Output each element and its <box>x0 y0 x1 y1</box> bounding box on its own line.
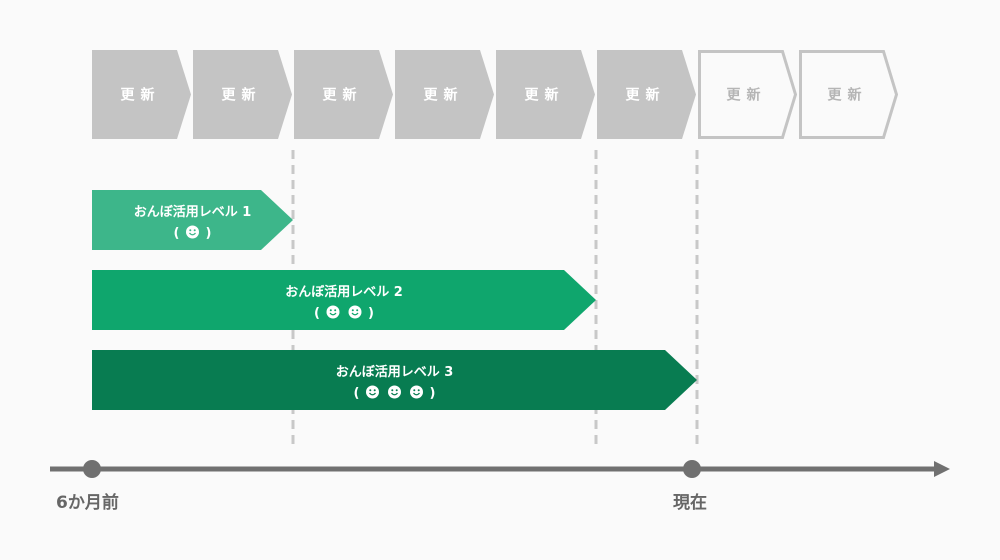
update-chevron: 更新 <box>496 50 595 139</box>
smiley-icon <box>186 225 199 239</box>
now-label: 現在 <box>673 492 707 513</box>
update-label: 更新 <box>727 87 767 104</box>
update-label: 更新 <box>424 87 464 104</box>
smiley-icon <box>348 305 362 319</box>
start-marker <box>83 460 101 478</box>
update-shape <box>496 50 595 139</box>
paren-close: ) <box>430 386 436 401</box>
level-bar: おんぼ活用レベル 3 () <box>92 350 697 410</box>
update-shape <box>294 50 393 139</box>
paren-close: ) <box>206 226 212 241</box>
paren-close: ) <box>368 306 374 321</box>
update-chevron: 更新 <box>294 50 393 139</box>
update-shape <box>597 50 696 139</box>
update-label: 更新 <box>222 87 262 104</box>
level-bars: おんぼ活用レベル 1 () おんぼ活用レベル 2 () おんぼ活用レベル 3 () <box>92 190 697 410</box>
time-axis: 6か月前 現在 <box>50 460 950 513</box>
update-chevron: 更新 <box>395 50 494 139</box>
paren-open: ( <box>174 226 180 241</box>
update-chevrons: 更新 更新 更新 更新 更新 更新 更新 更新 <box>92 50 899 139</box>
update-label: 更新 <box>828 87 868 104</box>
smiley-icon <box>410 385 423 399</box>
paren-open: ( <box>354 386 360 401</box>
start-label: 6か月前 <box>56 492 119 513</box>
axis-arrowhead-icon <box>934 461 950 477</box>
level-bar: おんぼ活用レベル 2 () <box>92 270 596 330</box>
level-bar-shape <box>92 350 697 410</box>
update-shape-outline <box>799 50 899 139</box>
level-title: おんぼ活用レベル 3 <box>336 364 454 380</box>
update-label: 更新 <box>525 87 565 104</box>
smiley-icon <box>388 385 401 399</box>
update-shape <box>395 50 494 139</box>
update-label: 更新 <box>626 87 666 104</box>
update-shape-outline <box>698 50 798 139</box>
level-bar-shape <box>92 190 293 250</box>
update-label: 更新 <box>121 87 161 104</box>
smiley-icon <box>366 385 379 399</box>
smiley-icon <box>326 305 340 319</box>
update-chevron: 更新 <box>92 50 191 139</box>
update-label: 更新 <box>323 87 363 104</box>
update-shape <box>92 50 191 139</box>
update-chevron: 更新 <box>698 50 798 139</box>
update-chevron: 更新 <box>799 50 899 139</box>
update-chevron: 更新 <box>193 50 292 139</box>
now-marker <box>683 460 701 478</box>
level-bar-shape <box>92 270 596 330</box>
paren-open: ( <box>314 306 320 321</box>
update-shape <box>193 50 292 139</box>
level-bar: おんぼ活用レベル 1 () <box>92 190 293 250</box>
update-chevron: 更新 <box>597 50 696 139</box>
level-title: おんぼ活用レベル 1 <box>134 204 252 220</box>
level-title: おんぼ活用レベル 2 <box>285 284 403 300</box>
